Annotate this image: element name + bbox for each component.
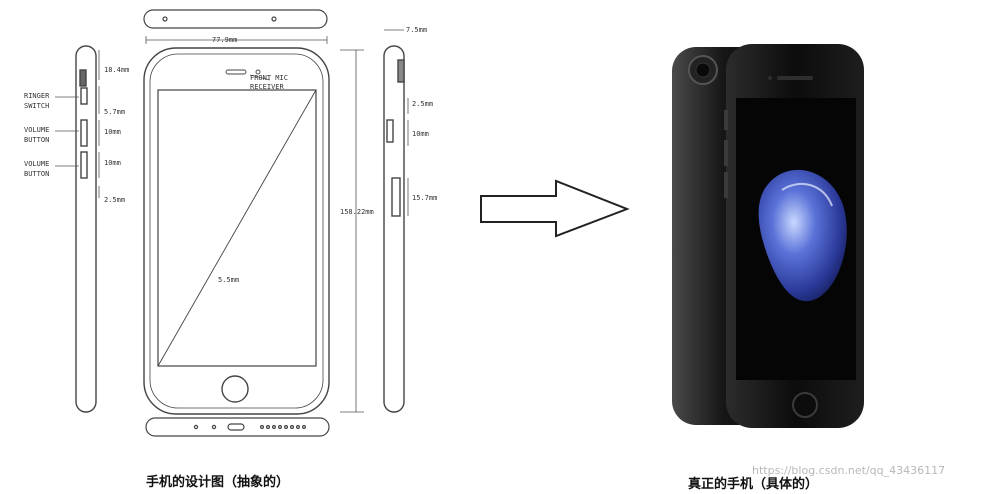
button2-label: 10mm (104, 159, 121, 167)
right-side-annotations: 7.5mm 2.5mm 10mm 15.7mm (406, 26, 437, 202)
front-dimensions (145, 36, 364, 413)
arrow-right-icon (480, 179, 630, 238)
front-speaker-icon (777, 76, 813, 80)
bottom-gap-label: 2.5mm (104, 196, 125, 204)
power-button-label: 15.7mm (412, 194, 437, 202)
home-button-icon (792, 392, 818, 418)
power-gap-label: 10mm (412, 130, 429, 138)
ringer-gap-label: 5.7mm (104, 108, 125, 116)
front-mic-label-2: RECEIVER (250, 83, 285, 91)
ringer-switch-label-1: RINGER (24, 92, 50, 100)
water-drop-wallpaper (758, 169, 847, 302)
volume-up-label-1: VOLUME (24, 126, 49, 134)
right-side-view (383, 45, 405, 413)
right-side-dimensions (384, 29, 409, 216)
phone-photo (672, 44, 864, 428)
height-label: 158.22mm (340, 208, 374, 216)
top-view (143, 9, 328, 29)
volume-up-label-2: BUTTON (24, 136, 49, 144)
front-annotations: 77.9mm 158.22mm 5.5mm FRONT MIC RECEIVER (212, 36, 374, 284)
left-side-view (75, 45, 97, 413)
button1-label: 10mm (104, 128, 121, 136)
top-thickness-label: 7.5mm (406, 26, 427, 34)
home-button-outline (221, 375, 249, 403)
left-side-annotations: 18.4mm 5.7mm 10mm 10mm 2.5mm RINGER SWIT… (24, 66, 129, 204)
right-caption: 真正的手机（具体的） (688, 477, 819, 492)
phone-side-buttons (724, 110, 728, 130)
side-gap-label: 2.5mm (412, 100, 433, 108)
volume-down-label-2: BUTTON (24, 170, 49, 178)
left-dimension-lines (55, 50, 100, 198)
diagonal-label: 5.5mm (218, 276, 239, 284)
bottom-view (145, 417, 330, 437)
ringer-offset-label: 18.4mm (104, 66, 129, 74)
front-view (143, 47, 330, 415)
width-label: 77.9mm (212, 36, 237, 44)
left-caption: 手机的设计图（抽象的） (146, 475, 290, 490)
front-mic-label-1: FRONT MIC (250, 74, 288, 82)
ringer-switch-label-2: SWITCH (24, 102, 49, 110)
watermark-url: https://blog.csdn.net/qq_43436117 (752, 464, 946, 477)
volume-down-label-1: VOLUME (24, 160, 49, 168)
